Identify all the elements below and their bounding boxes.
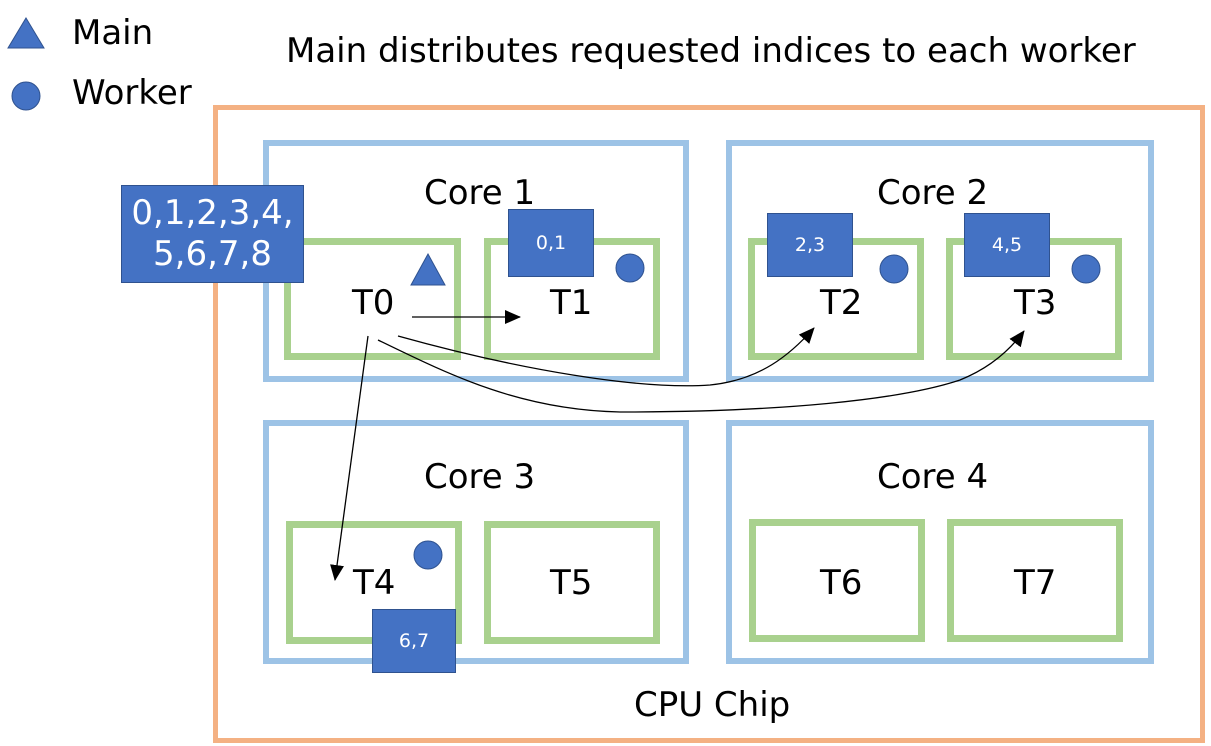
legend-label-worker: Worker [72,73,192,113]
worker-circle-icon-t4 [413,540,443,570]
worker-circle-icon-t3 [1071,254,1101,284]
circle-icon [11,81,41,111]
core-1-label: Core 1 [424,173,536,213]
core-3-label: Core 3 [424,457,536,497]
thread-t5-label: T5 [550,563,593,603]
cpu-chip-label: CPU Chip [634,685,791,725]
indices-box-t2: 2,3 [767,213,853,277]
thread-t2-label: T2 [820,283,863,323]
diagram-title: Main distributes requested indices to ea… [286,31,1136,71]
thread-t6 [749,519,925,642]
core-4-label: Core 4 [877,457,989,497]
legend-label-main: Main [72,13,154,53]
thread-t7 [947,519,1123,642]
thread-t5 [484,521,660,644]
thread-t0 [284,238,461,360]
thread-t6-label: T6 [820,563,863,603]
thread-t0-label: T0 [352,283,395,323]
worker-circle-icon-t1 [615,253,645,283]
main-triangle-icon [410,252,446,286]
core-4 [726,420,1154,664]
indices-box-t1: 0,1 [508,209,594,277]
worker-circle-icon-t2 [879,254,909,284]
indices-box-t3: 4,5 [964,213,1050,277]
core-3 [263,420,689,664]
thread-t4-label: T4 [353,563,396,603]
thread-t3-label: T3 [1014,283,1057,323]
triangle-icon [7,17,45,49]
all-indices-line-1: 0,1,2,3,4, [131,193,294,234]
cpu-chip [213,105,1205,743]
core-2-label: Core 2 [877,173,989,213]
thread-t7-label: T7 [1014,563,1057,603]
all-indices-line-2: 5,6,7,8 [153,234,272,274]
thread-t1-label: T1 [550,283,593,323]
all-indices-box: 0,1,2,3,4, 5,6,7,8 [121,185,304,283]
indices-box-t4: 6,7 [372,609,456,673]
